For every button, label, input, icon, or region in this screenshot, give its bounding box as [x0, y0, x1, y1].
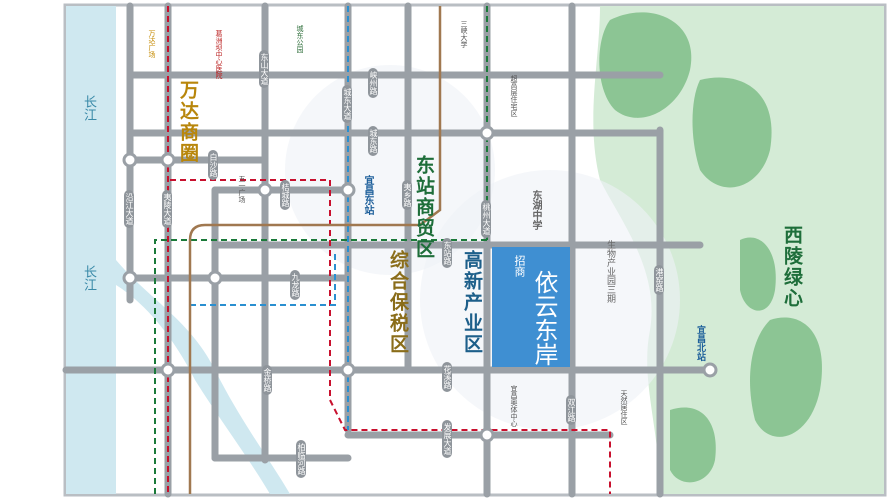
poi-donghu-school: 东湖中学: [530, 190, 541, 230]
park-patch: [750, 317, 822, 437]
river-label: 长江: [81, 265, 96, 291]
road-jiulong: 九龙路: [290, 270, 300, 300]
project-name: 依云东岸: [530, 270, 558, 366]
road-bolinhe: 柏临河路: [296, 440, 306, 478]
poi-residential: 天然居住区: [620, 390, 628, 425]
river-yangtze: [66, 6, 116, 494]
park-patch: [692, 77, 772, 188]
road-yixiang: 夷乡路: [402, 180, 412, 210]
road-taozhou: 桃州大道: [481, 200, 491, 238]
road-dongzhan: 东站路: [442, 238, 452, 268]
district-halo: [285, 65, 495, 275]
road-yiling: 夷陵大道: [162, 190, 172, 228]
metro-line-brown: [188, 6, 442, 494]
poi-university: 三峡大学: [460, 20, 468, 48]
poi-chengdong-park: 城东公园: [296, 25, 304, 53]
poi-dongzhan-station: 宜昌东站: [362, 175, 373, 215]
river-branch: [116, 260, 290, 494]
road-yanjiang: 沿江大道: [124, 190, 134, 228]
district-xiling: 西陵绿心: [781, 225, 803, 309]
road-huaxi: 花溪路: [442, 362, 452, 392]
poi-hospital: 葛洲坝中心医院: [215, 30, 223, 79]
poi-wanda-plaza: 万达广场: [148, 30, 156, 58]
road-gangyao: 港窑路: [654, 265, 664, 295]
road-fazhan: 发展大道: [442, 420, 452, 458]
road-shuangjiang: 双江路: [566, 395, 576, 425]
poi-wuyi-square: 五一广场: [238, 175, 246, 203]
park-patch: [670, 407, 716, 483]
district-gaoxin: 高新产业区: [461, 250, 483, 355]
park-patch: [740, 237, 776, 311]
intersections: [122, 125, 718, 443]
poi-highrise: 超高层住宅区: [510, 75, 518, 117]
road-dongshan: 东山大道: [259, 50, 269, 88]
river-label: 长江: [81, 95, 96, 121]
road-chengdong-lu: 城东路: [368, 126, 378, 156]
road-baisha: 白沙路: [208, 150, 218, 180]
road-chengdong: 城东大道: [342, 85, 352, 123]
road-jucheng: 桔城路: [280, 180, 290, 210]
district-baoshui: 综合保税区: [387, 250, 409, 355]
poi-bio-park: 生物产业园三期: [605, 240, 615, 303]
project-block: [492, 247, 570, 367]
district-dongzhan: 东站商贸区: [413, 155, 435, 260]
park-patch: [599, 12, 692, 118]
poi-sports-center: 宜昌奥体中心: [510, 385, 518, 427]
road-xiazhou: 峡州路: [368, 68, 378, 98]
project-brand: 招商: [513, 255, 526, 277]
road-jinqiao: 金桥路: [262, 365, 272, 395]
poi-north-station: 宜昌北站: [695, 325, 705, 361]
district-wanda: 万达商圈: [177, 80, 199, 164]
